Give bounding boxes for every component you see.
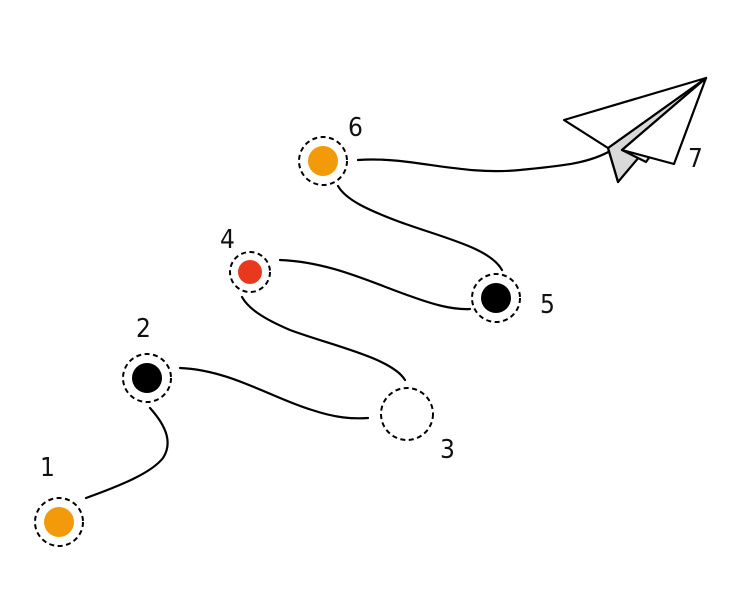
- step-2-label: 2: [136, 314, 151, 344]
- connector-5-6: [336, 184, 504, 272]
- step-5-node: [471, 273, 521, 323]
- step-5-label: 5: [540, 290, 555, 320]
- black-dot-icon: [132, 363, 162, 393]
- step-6-label: 6: [348, 113, 363, 143]
- black-dot-icon: [481, 283, 511, 313]
- connector-3-4: [240, 295, 407, 382]
- connector-2-3: [178, 366, 370, 420]
- destination-label: 7: [688, 144, 703, 174]
- step-1-node: [34, 497, 84, 547]
- connector-1-2: [84, 406, 169, 500]
- connector-6-7: [356, 148, 614, 173]
- step-1-label: 1: [40, 453, 55, 483]
- orange-dot-icon: [308, 146, 338, 176]
- step-4-label: 4: [220, 225, 235, 255]
- step-3-node: [380, 387, 434, 441]
- orange-dot-icon: [44, 507, 74, 537]
- step-4-node: [229, 251, 271, 293]
- step-6-node: [298, 136, 348, 186]
- paper-plane-icon: [562, 76, 708, 184]
- connector-4-5: [278, 258, 472, 311]
- step-3-label: 3: [440, 435, 455, 465]
- step-2-node: [122, 353, 172, 403]
- red-dot-icon: [238, 260, 262, 284]
